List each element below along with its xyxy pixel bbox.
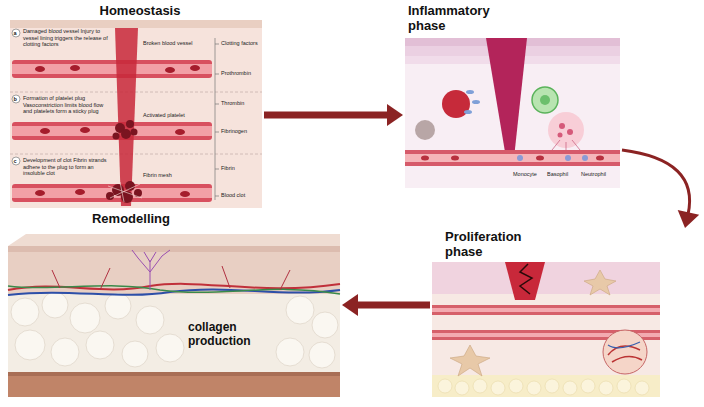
annotation-label: Thrombin <box>220 100 245 107</box>
phase-arrow <box>264 112 389 119</box>
phase-panel: Inflammatory phase <box>403 2 622 190</box>
arrow-head <box>342 294 358 316</box>
annotation-label: Basophil <box>546 171 569 178</box>
annotation-label: Damaged blood vessel Injury to vessel li… <box>22 28 112 48</box>
callout-letter: b <box>14 96 17 103</box>
annotation-label: Clotting factors <box>220 40 259 47</box>
annotation-label: Blood clot <box>220 192 246 199</box>
phase-panel: Proliferation phase <box>430 228 700 397</box>
annotation-label: Prothrombin <box>220 70 252 77</box>
arrow-head <box>678 210 699 228</box>
phase-arrow <box>622 150 690 214</box>
annotation-label: Neutrophil <box>580 171 607 178</box>
panel-caption: collagen production <box>188 321 288 349</box>
annotation-label: Fibrinogen <box>220 128 248 135</box>
phase-panel: Remodelling collagen production <box>6 210 342 397</box>
callout-letter: c <box>14 158 17 165</box>
annotation-label: Broken blood vessel <box>142 40 194 47</box>
annotation-label: Formation of platelet plug Vasoconstrict… <box>22 95 112 115</box>
phase-arrow <box>356 302 430 309</box>
phase-title: Inflammatory phase <box>408 4 508 34</box>
annotation-label: Development of clot Fibrin strands adher… <box>22 157 112 177</box>
phase-title: Homeostasis <box>60 4 220 19</box>
phase-title: Proliferation phase <box>445 230 545 260</box>
arrow-head <box>387 104 403 126</box>
callout-letter: a <box>14 30 17 37</box>
annotation-label: Fibrin <box>220 165 236 172</box>
phase-title: Remodelling <box>56 212 206 227</box>
annotation-label: Monocyte <box>512 171 538 178</box>
annotation-label: Activated platelet <box>142 112 186 119</box>
annotation-label: Fibrin mesh <box>142 172 173 179</box>
